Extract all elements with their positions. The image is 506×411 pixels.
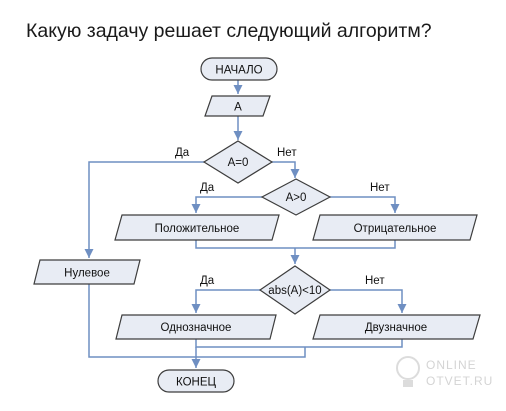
input-label: А bbox=[234, 102, 242, 114]
output-zero: Нулевое bbox=[33, 259, 141, 285]
watermark-line1: ONLINE bbox=[426, 358, 477, 372]
output-single-digit: Однозначное bbox=[115, 314, 277, 340]
lightbulb-icon bbox=[396, 356, 420, 387]
positive-yes-label: Да bbox=[200, 182, 215, 194]
end-label: КОНЕЦ bbox=[176, 377, 216, 389]
output-two-digit-label: Двузначное bbox=[365, 322, 427, 334]
abs-no-label: Нет bbox=[365, 275, 385, 287]
abs-yes-label: Да bbox=[200, 275, 215, 287]
output-single-digit-label: Однозначное bbox=[161, 322, 232, 334]
watermark: ONLINE OTVET.RU bbox=[396, 356, 493, 388]
output-two-digit: Двузначное bbox=[312, 314, 481, 340]
output-negative-label: Отрицательное bbox=[354, 223, 437, 235]
start-label: НАЧАЛО bbox=[215, 65, 262, 77]
question-title: Какую задачу решает следующий алгоритм? bbox=[26, 20, 432, 42]
watermark-line2: OTVET.RU bbox=[426, 374, 493, 388]
condition-zero-label: А=0 bbox=[228, 157, 249, 169]
output-positive: Положительное bbox=[114, 214, 280, 241]
condition-zero-diamond: А=0 bbox=[202, 140, 274, 184]
condition-abs-label: abs(A)<10 bbox=[268, 285, 321, 297]
input-parallelogram: А bbox=[204, 95, 271, 117]
start-terminal: НАЧАЛО bbox=[200, 57, 278, 81]
end-terminal: КОНЕЦ bbox=[157, 369, 235, 393]
condition-positive-label: А>0 bbox=[286, 192, 307, 204]
output-negative: Отрицательное bbox=[312, 214, 478, 241]
zero-no-label: Нет bbox=[277, 147, 297, 159]
condition-abs-diamond: abs(A)<10 bbox=[258, 265, 332, 315]
output-zero-label: Нулевое bbox=[64, 268, 110, 280]
condition-positive-diamond: А>0 bbox=[260, 178, 332, 216]
positive-no-label: Нет bbox=[370, 182, 390, 194]
zero-yes-label: Да bbox=[175, 147, 190, 159]
flow-edges bbox=[84, 80, 407, 368]
output-positive-label: Положительное bbox=[155, 223, 240, 235]
